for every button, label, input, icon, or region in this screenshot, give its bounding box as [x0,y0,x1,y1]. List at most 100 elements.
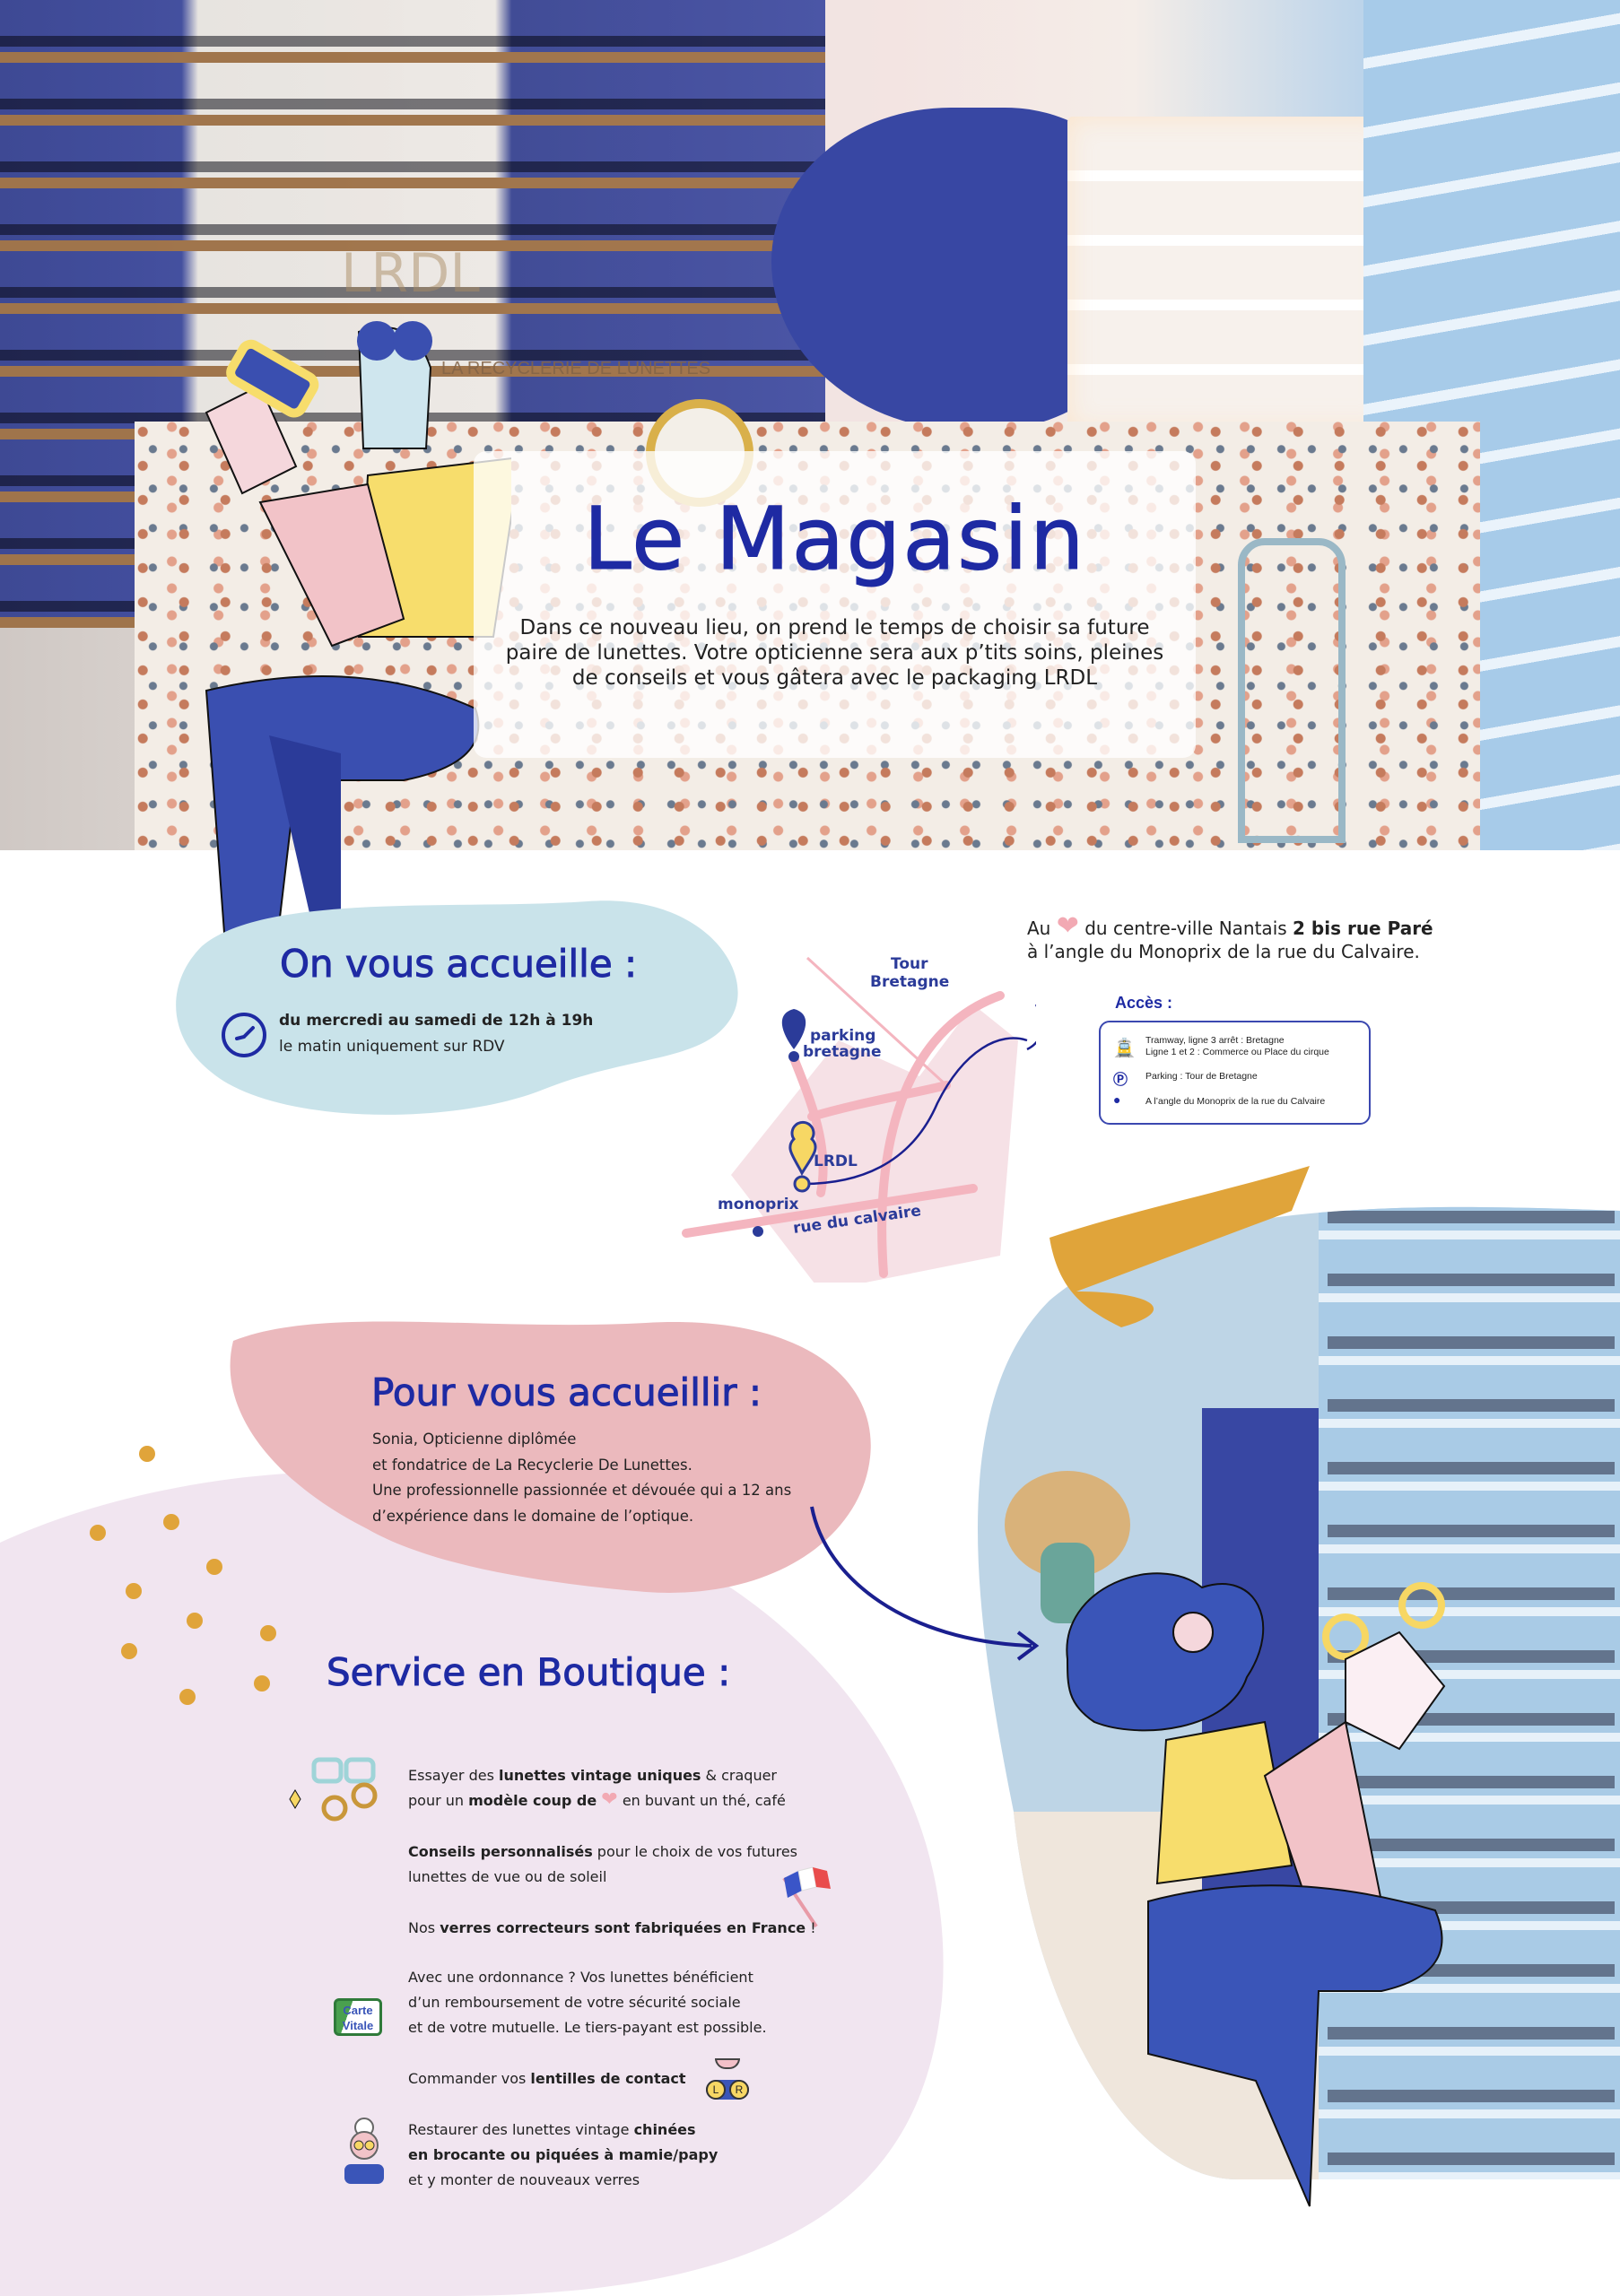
access-line: Tramway, ligne 3 arrêt : Bretagne [1145,1035,1285,1046]
service-item-contact-lenses: Commander vos lentilles de contact [408,2066,686,2092]
dot [206,1559,222,1575]
appointment-note: le matin uniquement sur RDV [279,1037,505,1056]
team-description: Sonia, Opticienne diplômée et fondatrice… [372,1427,791,1529]
address-city: du centre-ville Nantais [1078,918,1293,939]
hero-line: Dans ce nouveau lieu, on prend le temps … [519,616,1150,639]
service-item-restoration: Restaurer des lunettes vintage chinées e… [408,2118,718,2193]
welcome-title: On vous accueille : [279,942,638,987]
access-walk: A l’angle du Monoprix de la rue du Calva… [1145,1096,1325,1108]
welcome-blob [176,900,738,1115]
map-label-parking: parking [810,1027,875,1045]
footprint-icon: ● [1113,1092,1121,1107]
heart-icon: ❤ [601,1788,618,1811]
team-line: Sonia, Opticienne diplômée [372,1431,577,1448]
dot [121,1643,137,1659]
dot [163,1514,179,1530]
text-bold: chinées [633,2121,696,2138]
access-box: 🚊 Tramway, ligne 3 arrêt : Bretagne Lign… [1099,1021,1371,1125]
text: L [706,2080,726,2100]
opening-hours: du mercredi au samedi de 12h à 19h le ma… [279,1008,593,1059]
map-label-tour: Tour [891,955,928,973]
heart-icon: ❤ [1056,910,1079,942]
wall-logo: LRDL [341,242,480,305]
access-parking: Parking : Tour de Bretagne [1145,1071,1258,1083]
text: Carte [343,2004,373,2017]
text: d’un remboursement de votre sécurité soc… [408,1994,741,2011]
team-title: Pour vous accueillir : [371,1370,762,1415]
team-line: d’expérience dans le domaine de l’optiqu… [372,1507,694,1525]
page-title: Le Magasin [583,489,1086,590]
text: Restaurer des lunettes vintage [408,2121,634,2138]
address-street: 2 bis rue Paré [1293,918,1433,939]
hero-description: Dans ce nouveau lieu, on prend le temps … [474,615,1196,691]
text: pour un [408,1792,469,1809]
hero-text-card [474,451,1196,758]
text: et de votre mutuelle. Le tiers-payant es… [408,2019,767,2036]
dot [260,1625,276,1641]
lens-case-icon: L R [706,2058,749,2105]
text: R [729,2080,749,2100]
illustrated-woman-sitting [1066,1572,1446,2207]
team-line: et fondatrice de La Recyclerie De Lunett… [372,1456,692,1474]
text: Commander vos [408,2070,531,2087]
map-label-bretagne: Bretagne [870,973,949,991]
dot [179,1689,196,1705]
text: Avec une ordonnance ? Vos lunettes bénéf… [408,1969,753,1986]
hero-line: de conseils et vous gâtera avec le packa… [571,666,1098,690]
parking-icon: Ⓟ [1113,1073,1128,1088]
map-label-parking-bretagne: bretagne [803,1043,881,1061]
text: pour le choix de vos futures [592,1843,798,1860]
service-item-made-in-france: Nos verres correcteurs sont fabriquées e… [408,1916,816,1941]
map-label-monoprix: monoprix [718,1196,799,1213]
text: Essayer des [408,1767,499,1784]
wall-sign: LA RECYCLERIE DE LUNETTES [441,359,711,378]
service-item-reimbursement: Avec une ordonnance ? Vos lunettes bénéf… [408,1965,767,2040]
french-flag-icon [782,1866,831,1928]
dot [254,1675,270,1692]
team-line: Une professionnelle passionnée et dévoué… [372,1482,792,1499]
dot [139,1446,155,1462]
service-item-vintage: Essayer des lunettes vintage uniques & c… [408,1763,786,1813]
text: Nos [408,1919,440,1936]
text: et y monter de nouveaux verres [408,2171,640,2188]
grandma-icon [344,2118,384,2184]
text-bold: lentilles de contact [530,2070,686,2087]
mustard-brush-stroke [1050,1166,1310,1327]
service-item-advice: Conseils personnalisés pour le choix de … [408,1839,797,1890]
arrow-to-photo [810,1506,1040,1661]
dot [126,1583,142,1599]
vintage-glasses-icon [289,1757,378,1822]
hours-text: du mercredi au samedi de 12h à 19h [279,1012,594,1030]
text: & craquer [701,1767,777,1784]
dot [187,1613,203,1629]
text-bold: modèle coup de [468,1792,597,1809]
text-bold: verres correcteurs sont fabriquées en Fr… [440,1919,806,1936]
text-bold: en brocante ou piquées à mamie/papy [408,2146,719,2163]
map-label-lrdl: LRDL [814,1152,858,1170]
address-line-2: à l’angle du Monoprix de la rue du Calva… [1027,941,1420,962]
chair [1238,538,1346,843]
text: lunettes de vue ou de soleil [408,1868,607,1885]
text: Vitale [342,2019,374,2032]
access-title: Accès : [1115,994,1173,1012]
access-tram: Tramway, ligne 3 arrêt : Bretagne Ligne … [1145,1035,1329,1058]
text-bold: Conseils personnalisés [408,1843,593,1860]
text-bold: lunettes vintage uniques [498,1767,701,1784]
address: Au ❤ du centre-ville Nantais 2 bis rue P… [1027,913,1433,963]
access-line: A l’angle du Monoprix de la rue du Calva… [1145,1096,1326,1107]
text: en buvant un thé, café [617,1792,786,1809]
tram-icon: 🚊 [1113,1039,1136,1058]
clock-icon [222,1013,266,1057]
location-map: Tour Bretagne parking bretagne LRDL mono… [682,955,1036,1283]
illustrated-woman-glasses [205,321,511,933]
services-title: Service en Boutique : [326,1650,731,1695]
decor-wall-shelves [1067,117,1390,430]
hero-line: paire de lunettes. Votre opticienne sera… [505,641,1164,665]
text: ! [806,1919,816,1936]
access-line: Parking : Tour de Bretagne [1145,1071,1258,1082]
address-prefix: Au [1027,918,1051,939]
dot [90,1525,106,1541]
access-line: Ligne 1 et 2 : Commerce ou Place du cirq… [1145,1047,1329,1057]
team-blob [230,1321,871,1593]
